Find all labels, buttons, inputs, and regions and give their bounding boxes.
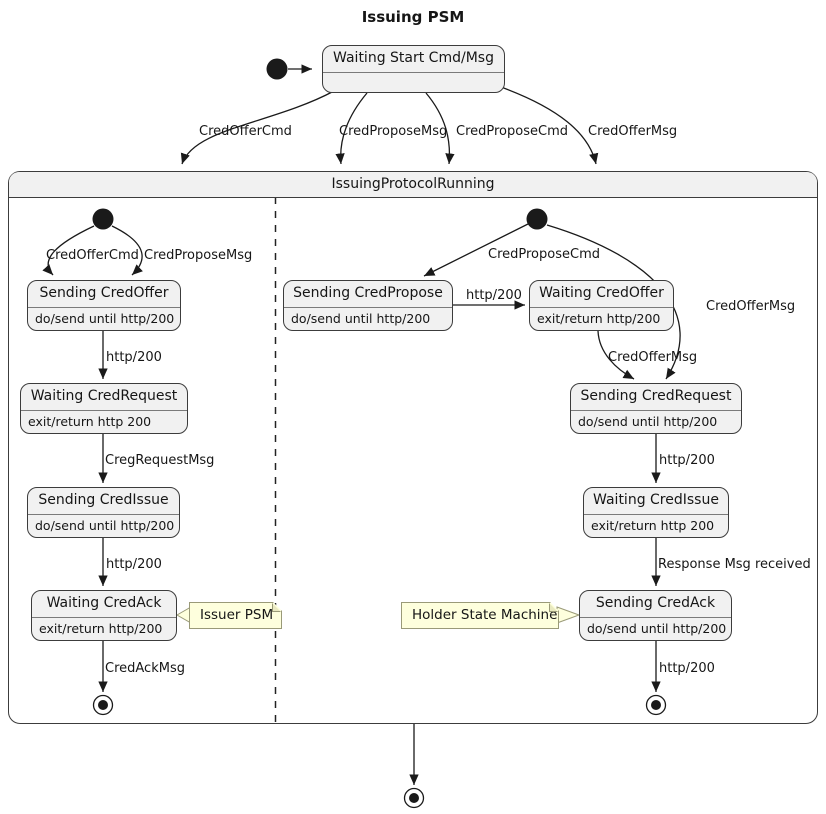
- final-state-issuer: [92, 694, 114, 716]
- state-sending-credoffer: Sending CredOffer do/send until http/200: [27, 280, 181, 331]
- state-title: Sending CredIssue: [28, 488, 179, 515]
- transition-label-http200: http/200: [106, 557, 162, 572]
- state-waiting-credrequest: Waiting CredRequest exit/return http 200: [20, 383, 188, 434]
- state-sending-credack: Sending CredAck do/send until http/200: [579, 590, 732, 641]
- state-activity: do/send until http/200: [35, 311, 175, 326]
- state-activity: do/send until http/200: [291, 311, 431, 326]
- initial-state-dot-issuer: [92, 208, 114, 230]
- arrow-credoffercmd: [180, 90, 335, 165]
- state-waiting-start-cmd-msg: Waiting Start Cmd/Msg: [322, 45, 505, 93]
- state-waiting-credoffer: Waiting CredOffer exit/return http/200: [529, 280, 674, 331]
- arrow-issuer-start-credoffercmd: [42, 225, 95, 276]
- transition-label-cregrequestmsg: CregRequestMsg: [105, 453, 215, 468]
- composite-state-issuing-protocol-running: IssuingProtocolRunning: [8, 171, 818, 724]
- state-waiting-credissue: Waiting CredIssue exit/return http 200: [583, 487, 729, 538]
- state-title: Sending CredOffer: [28, 281, 180, 308]
- state-title: Waiting CredOffer: [530, 281, 673, 308]
- transition-label-holder-credoffermsg: CredOfferMsg: [706, 299, 796, 314]
- transition-label-credproposecmd: CredProposeCmd: [456, 124, 568, 139]
- state-activity: exit/return http 200: [28, 414, 152, 429]
- state-title: Sending CredPropose: [284, 281, 452, 308]
- transition-label-credoffercmd: CredOfferCmd: [199, 124, 292, 139]
- arrow-credoffermsg: [500, 86, 599, 165]
- transition-label-holder-credproposecmd: CredProposeCmd: [488, 247, 600, 262]
- state-title: Sending CredRequest: [571, 384, 741, 411]
- composite-state-title: IssuingProtocolRunning: [9, 172, 817, 198]
- transition-label-issuer-credoffercmd: CredOfferCmd: [46, 248, 139, 263]
- transition-label-http200: http/200: [659, 453, 715, 468]
- arrow-holder-start-credproposecmd: [423, 223, 529, 277]
- state-activity: do/send until http/200: [578, 414, 718, 429]
- diagram-title: Issuing PSM: [361, 8, 465, 26]
- arrow-credproposemsg: [335, 92, 368, 165]
- transition-label-response-msg-received: Response Msg received: [658, 557, 811, 572]
- note-holder-state-machine: Holder State Machine: [401, 602, 559, 629]
- state-activity: exit/return http/200: [39, 621, 163, 636]
- state-waiting-credack: Waiting CredAck exit/return http/200: [31, 590, 177, 641]
- final-state-holder: [645, 694, 667, 716]
- transition-label-credoffermsg: CredOfferMsg: [588, 124, 678, 139]
- transition-label-http200: http/200: [659, 661, 715, 676]
- transition-label-http200: http/200: [466, 288, 522, 303]
- state-activity: do/send until http/200: [587, 621, 727, 636]
- state-title: Waiting CredRequest: [21, 384, 187, 411]
- state-sending-credpropose: Sending CredPropose do/send until http/2…: [283, 280, 453, 331]
- final-state-bottom: [403, 787, 425, 809]
- transition-label-credproposemsg: CredProposeMsg: [339, 124, 448, 139]
- initial-state-dot-top: [266, 58, 288, 80]
- state-activity: exit/return http/200: [537, 311, 661, 326]
- arrow-issuer-start-credproposemsg: [111, 225, 143, 276]
- state-title: Waiting CredIssue: [584, 488, 728, 515]
- transition-label-http200: http/200: [106, 350, 162, 365]
- state-sending-credissue: Sending CredIssue do/send until http/200: [27, 487, 180, 538]
- state-title: Sending CredAck: [580, 591, 731, 618]
- state-activity: do/send until http/200: [35, 518, 175, 533]
- state-title: Waiting CredAck: [32, 591, 176, 618]
- state-sending-credrequest: Sending CredRequest do/send until http/2…: [570, 383, 742, 434]
- transition-label-credackmsg: CredAckMsg: [105, 661, 185, 676]
- arrow-credproposecmd: [425, 92, 455, 165]
- arrow-waitingcredoffer-sendingcredrequest: [597, 330, 635, 380]
- transition-label-issuer-credproposemsg: CredProposeMsg: [144, 248, 253, 263]
- transition-label-credoffermsg: CredOfferMsg: [608, 350, 698, 365]
- note-issuer-psm: Issuer PSM: [189, 602, 282, 629]
- state-activity: exit/return http 200: [591, 518, 715, 533]
- state-title: Waiting Start Cmd/Msg: [323, 46, 504, 73]
- initial-state-dot-holder: [526, 208, 548, 230]
